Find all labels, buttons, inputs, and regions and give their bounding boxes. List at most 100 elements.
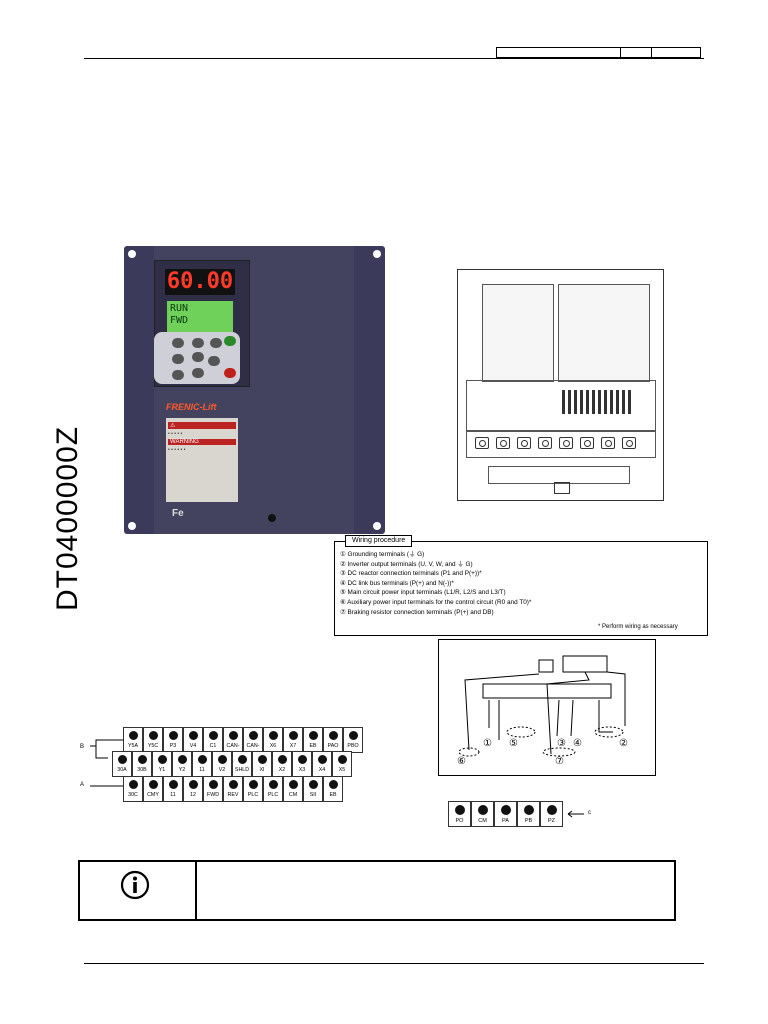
run-key [224, 336, 236, 346]
terminal: CM [283, 776, 303, 802]
schematic-marker-7: ⑦ [555, 756, 564, 767]
wiring-step: ④ DC link bus terminals (P(+) and N(-))* [340, 579, 454, 587]
keypad-key [192, 338, 204, 348]
wiring-step: ② Inverter output terminals (U, V, W, an… [340, 560, 473, 568]
inverter-photo: 60.00 RUN FWD FRENIC-Lift ⚠ • • • • • WA… [124, 246, 385, 534]
control-terminal-block [562, 390, 632, 414]
stop-key [224, 368, 236, 378]
mounting-hole [128, 522, 136, 530]
keypad-key [192, 352, 204, 362]
schematic-marker-3: ③ [557, 738, 566, 749]
terminal: PLC [263, 776, 283, 802]
front-cover-right [558, 284, 650, 382]
brand-logo: FRENIC-Lift [166, 402, 217, 412]
terminal: Y5C [143, 727, 163, 753]
terminal: EB [323, 776, 343, 802]
mounting-hole [373, 522, 381, 530]
wiring-step: ⑥ Auxiliary power input terminals for th… [340, 598, 532, 606]
terminal-strip-row1: Y5A Y5C P3 V4 C1 CAN- CAN- X6 X7 EB PAO … [123, 727, 363, 753]
bottom-plate [488, 466, 630, 484]
terminal: P3 [163, 727, 183, 753]
encoder-terminal-strip: PO CM PA PB PZ [448, 801, 563, 827]
cover-screw [268, 514, 276, 522]
wiring-step: ③ DC reactor connection terminals (P1 an… [340, 570, 482, 578]
terminal: CAN- [223, 727, 243, 753]
note-separator [195, 862, 197, 919]
terminal: XI [252, 751, 272, 777]
footer-rule [84, 963, 704, 964]
schematic-marker-1: ① [483, 738, 492, 749]
mounting-hole [128, 250, 136, 258]
warning-label: ⚠ • • • • • WARNING • • • • • • [166, 418, 238, 502]
wiring-procedure-box [334, 541, 708, 636]
terminal: PLC [243, 776, 263, 802]
inverter-open-drawing [457, 269, 664, 501]
wiring-procedure-title: Wiring procedure [345, 535, 413, 547]
side-document-code: DT0400000Z [51, 425, 84, 611]
keypad-key [192, 368, 204, 378]
terminal: X4 [312, 751, 332, 777]
terminal: FWD [203, 776, 223, 802]
terminal: Y1 [152, 751, 172, 777]
terminal: PBO [343, 727, 363, 753]
info-icon [120, 870, 150, 900]
keypad-panel: 60.00 RUN FWD [154, 260, 250, 387]
header-rule [84, 58, 704, 59]
terminal: 30B [132, 751, 152, 777]
fuji-logo: F​e [172, 508, 184, 519]
lcd-run-text: RUN [170, 303, 189, 314]
terminal-strip-row2: 30A 30B Y1 Y2 11 V2 SHLD XI X2 X3 X4 X5 [112, 751, 352, 777]
terminal: V4 [183, 727, 203, 753]
terminal: X6 [263, 727, 283, 753]
terminal: PO [448, 801, 471, 827]
terminal-strip-row3: 30C CMY 11 12 FWD REV PLC PLC CM SII EB [123, 776, 343, 802]
terminal: SHLD [232, 751, 252, 777]
wiring-step: ⑤ Main circuit power input terminals (L1… [340, 589, 506, 597]
terminal: SII [303, 776, 323, 802]
keypad-key [208, 356, 220, 366]
keypad-key [172, 338, 184, 348]
note-box [78, 860, 676, 921]
terminal: PZ [540, 801, 563, 827]
terminal: CM [471, 801, 494, 827]
wiring-step: ① Grounding terminals (⏚ G) [340, 551, 425, 558]
warning-heading: WARNING [168, 439, 236, 445]
label-b: B [80, 744, 85, 750]
terminal: C1 [203, 727, 223, 753]
terminal: CMY [143, 776, 163, 802]
label-arrows [90, 739, 124, 787]
wiring-note: * Perform wiring as necessary [598, 624, 678, 630]
terminal: 30C [123, 776, 143, 802]
schematic-marker-4: ④ [573, 738, 582, 749]
wiring-step: ⑦ Braking resistor connection terminals … [340, 608, 494, 616]
terminal: 12 [183, 776, 203, 802]
terminal: CAN- [243, 727, 263, 753]
main-terminal-block [466, 430, 656, 458]
lcd-direction-text: FWD [170, 315, 189, 326]
led-display: 60.00 [165, 269, 235, 295]
wiring-schematic: ⑥ ① ⑤ ③ ④ ② ⑦ [438, 639, 656, 776]
keypad-key [172, 370, 184, 380]
control-terminal-area [466, 380, 656, 432]
terminal: V2 [212, 751, 232, 777]
terminal: 11 [192, 751, 212, 777]
terminal: 11 [163, 776, 183, 802]
keypad-buttons [154, 332, 240, 384]
terminal: Y2 [172, 751, 192, 777]
schematic-marker-5: ⑤ [509, 738, 518, 749]
mounting-hole [373, 250, 381, 258]
front-cover-left [482, 284, 554, 382]
terminal: PB [517, 801, 540, 827]
terminal: X2 [272, 751, 292, 777]
label-a: A [80, 782, 85, 788]
wiring-procedure-list: ① Grounding terminals (⏚ G) ② Inverter o… [340, 550, 531, 617]
keypad-key [172, 354, 184, 364]
terminal: Y5A [123, 727, 143, 753]
terminal: PAO [323, 727, 343, 753]
terminal: X7 [283, 727, 303, 753]
schematic-marker-2: ② [619, 738, 628, 749]
terminal: REV [223, 776, 243, 802]
keypad-key [210, 338, 222, 348]
terminal: PA [494, 801, 517, 827]
terminal: X5 [332, 751, 352, 777]
